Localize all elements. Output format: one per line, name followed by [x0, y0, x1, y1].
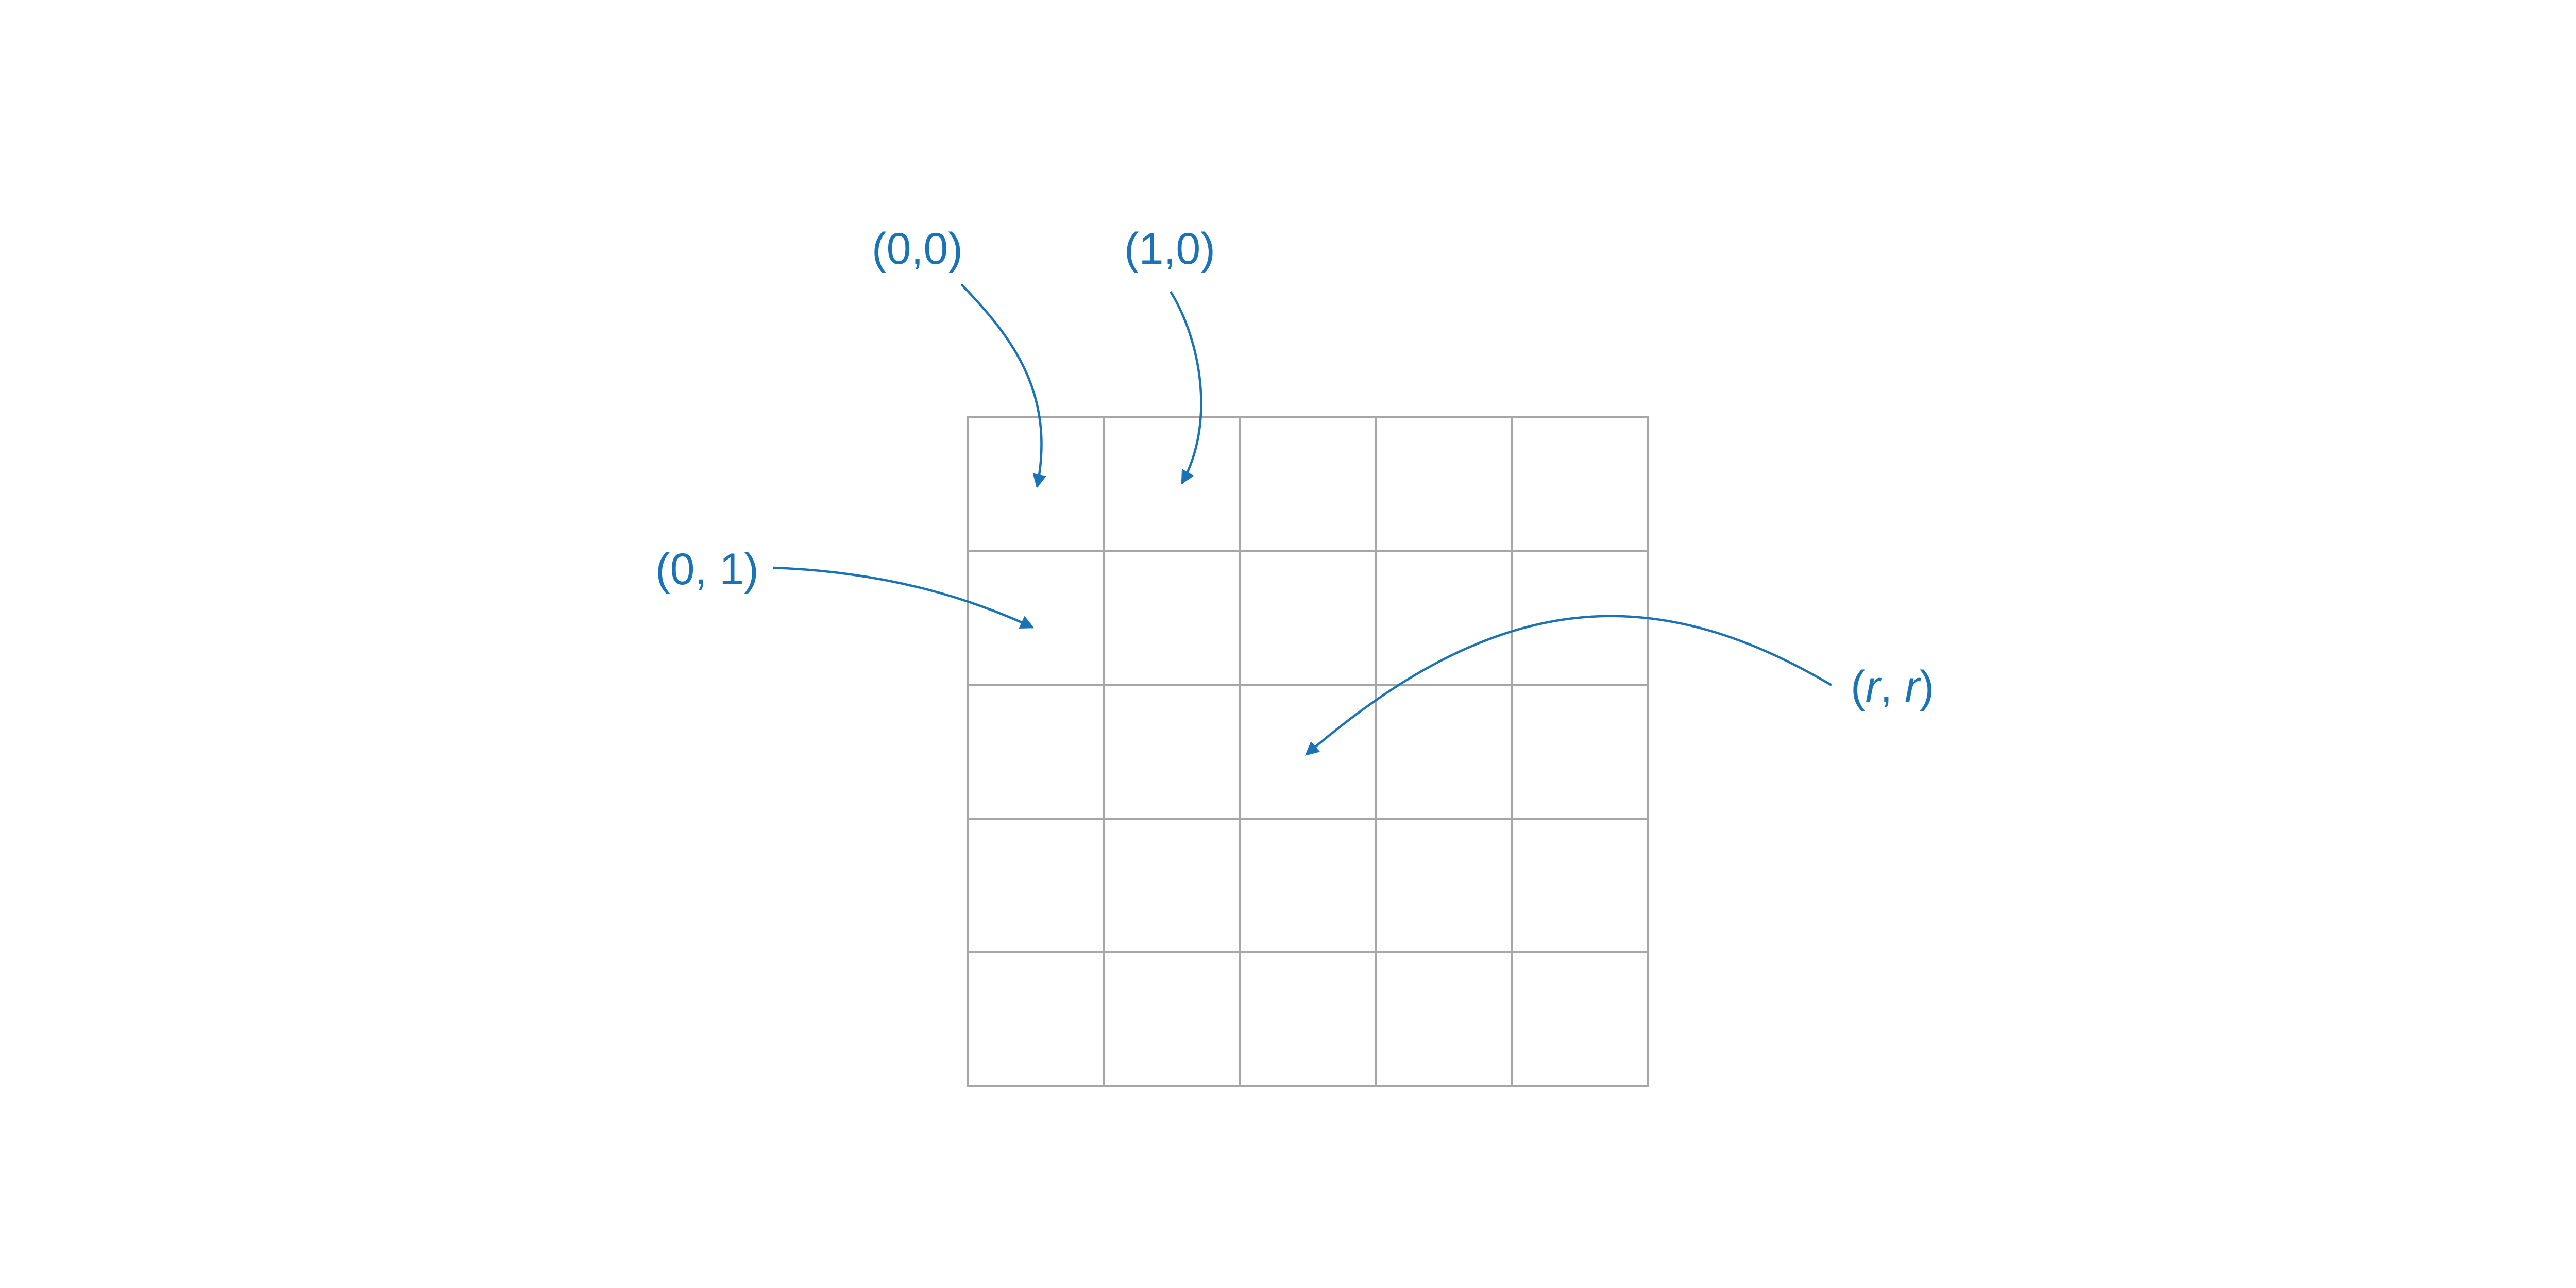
arrow-cell-0-0	[960, 283, 1046, 488]
label-cell-r-r: (r, r)	[1851, 662, 1934, 711]
arrows	[772, 283, 1833, 756]
label-cell-0-1: (0, 1)	[655, 545, 759, 594]
grid	[967, 416, 1649, 1087]
labels: (0,0) (1,0) (0, 1) (r, r)	[655, 224, 1934, 711]
label-cell-0-0: (0,0)	[872, 224, 963, 274]
label-cell-1-0: (1,0)	[1124, 224, 1215, 274]
arrow-cell-1-0	[1170, 291, 1202, 485]
arrow-cell-r-r	[1304, 615, 1833, 756]
arrow-cell-0-1	[772, 566, 1035, 629]
grid-border	[967, 416, 1649, 1087]
